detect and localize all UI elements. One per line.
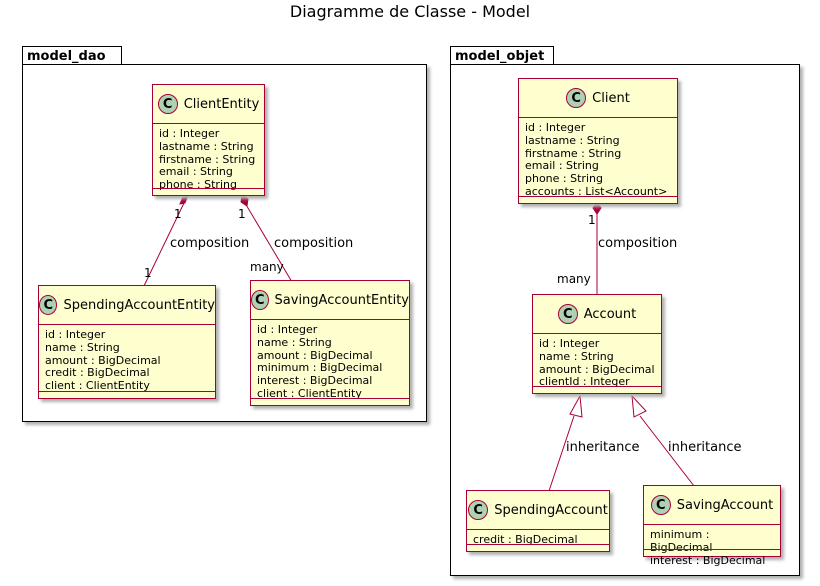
class-attributes: id : Integer name : String amount : BigD… [251, 320, 409, 401]
attribute: id : Integer [525, 121, 586, 134]
edge-label-inherit-saving: inheritance [668, 440, 742, 455]
mult-objet-account-from: 1 [588, 213, 596, 227]
edge-label-dao-spending: composition [170, 236, 250, 251]
class-header: C SpendingAccount [467, 491, 609, 530]
class-name: SavingAccountEntity [274, 292, 409, 308]
composition-diamond-dao-saving [240, 194, 249, 207]
composition-diamond-objet-account [592, 201, 602, 215]
class-attributes: id : Integer lastname : String firstname… [519, 118, 677, 199]
attribute: lastname : String [159, 139, 254, 153]
class-name: SpendingAccount [494, 502, 608, 518]
composition-diamond-dao-spending [179, 194, 189, 205]
class-operations-divider [251, 398, 409, 399]
class-operations-divider [519, 196, 677, 197]
attribute: minimum : BigDecimal [650, 528, 713, 554]
class-saving-account[interactable]: C SavingAccount minimum : BigDecimal int… [643, 485, 781, 566]
package-model-dao-label: model_dao [27, 49, 106, 64]
attribute: client : ClientEntity [257, 386, 362, 400]
class-name: ClientEntity [183, 96, 260, 112]
class-client[interactable]: C Client id : Integer lastname : String … [518, 78, 678, 204]
attribute: id : Integer [45, 328, 106, 341]
class-client-entity[interactable]: C ClientEntity id : Integer lastname : S… [152, 84, 265, 196]
diagram-title: Diagramme de Classe - Model [289, 2, 531, 21]
class-c-icon: C [557, 304, 578, 324]
mult-objet-account-to: many [557, 272, 591, 286]
class-c-icon: C [39, 295, 58, 315]
package-model-objet-label: model_objet [455, 49, 545, 64]
edge-client-entity-spending [142, 202, 185, 289]
attribute: id : Integer [539, 337, 600, 350]
class-header: C SavingAccountEntity [251, 281, 409, 320]
mult-dao-spending-from: 1 [174, 207, 182, 221]
class-operations-divider [467, 544, 609, 545]
attribute: id : Integer [159, 127, 220, 140]
attribute: id : Integer [257, 323, 318, 336]
class-c-icon: C [251, 290, 269, 310]
attribute: interest : BigDecimal [650, 553, 766, 567]
class-operations-divider [533, 386, 661, 387]
inheritance-arrow-saving [631, 394, 647, 418]
attribute: minimum : BigDecimal [257, 361, 383, 375]
edge-inherit-spending [548, 415, 575, 492]
mult-dao-saving-from: 1 [238, 207, 246, 221]
edge-inherit-saving [639, 415, 695, 487]
attribute: lastname : String [525, 133, 620, 147]
class-name: SavingAccount [676, 497, 774, 513]
attribute: amount : BigDecimal [257, 348, 373, 362]
edge-client-entity-saving [244, 202, 293, 283]
class-spending-account-entity[interactable]: C SpendingAccountEntity id : Integer nam… [38, 285, 216, 399]
class-attributes: minimum : BigDecimal interest : BigDecim… [644, 525, 780, 567]
edge-label-inherit-spending: inheritance [566, 440, 640, 455]
attribute: email : String [159, 165, 233, 179]
class-header: C Account [533, 295, 661, 334]
attribute: name : String [45, 340, 120, 354]
attribute: credit : BigDecimal [473, 533, 578, 546]
class-header: C ClientEntity [153, 85, 264, 124]
class-header: C SpendingAccountEntity [39, 286, 215, 325]
class-account[interactable]: C Account id : Integer name : String amo… [532, 294, 662, 394]
class-header: C SavingAccount [644, 486, 780, 525]
class-operations-divider [153, 188, 264, 189]
attribute: phone : String [525, 172, 603, 186]
edge-label-dao-saving: composition [274, 236, 354, 251]
class-header: C Client [519, 79, 677, 118]
attribute: clientId : Integer [539, 375, 630, 389]
attribute: name : String [257, 335, 332, 349]
class-attributes: id : Integer lastname : String firstname… [153, 124, 264, 192]
attribute: interest : BigDecimal [257, 374, 373, 388]
attribute: firstname : String [525, 146, 622, 160]
class-operations-divider [39, 391, 215, 392]
inheritance-arrow-spending [569, 394, 583, 418]
attribute: amount : BigDecimal [45, 353, 161, 367]
class-saving-account-entity[interactable]: C SavingAccountEntity id : Integer name … [250, 280, 410, 406]
class-c-icon: C [650, 495, 671, 515]
class-attributes: credit : BigDecimal [467, 530, 609, 547]
class-attributes: id : Integer name : String amount : BigD… [39, 325, 215, 393]
attribute: phone : String [159, 178, 237, 192]
attribute: amount : BigDecimal [539, 362, 655, 376]
class-name: Account [583, 306, 637, 322]
edge-label-objet-account: composition [598, 236, 678, 251]
attribute: client : ClientEntity [45, 379, 150, 393]
attribute: email : String [525, 159, 599, 173]
class-operations-divider [644, 549, 780, 550]
mult-dao-spending-to: 1 [144, 266, 152, 280]
package-model-objet-tab: model_objet [450, 46, 554, 64]
class-name: SpendingAccountEntity [63, 297, 215, 313]
class-name: Client [592, 90, 630, 106]
attribute: firstname : String [159, 152, 256, 166]
class-attributes: id : Integer name : String amount : BigD… [533, 334, 661, 389]
mult-dao-saving-to: many [250, 260, 284, 274]
class-c-icon: C [157, 94, 178, 114]
attribute: name : String [539, 349, 614, 363]
class-c-icon: C [566, 88, 587, 108]
class-c-icon: C [468, 500, 489, 520]
class-spending-account[interactable]: C SpendingAccount credit : BigDecimal [466, 490, 610, 552]
package-model-dao-tab: model_dao [22, 46, 122, 64]
attribute: accounts : List<Account> [525, 184, 668, 198]
attribute: credit : BigDecimal [45, 366, 150, 380]
